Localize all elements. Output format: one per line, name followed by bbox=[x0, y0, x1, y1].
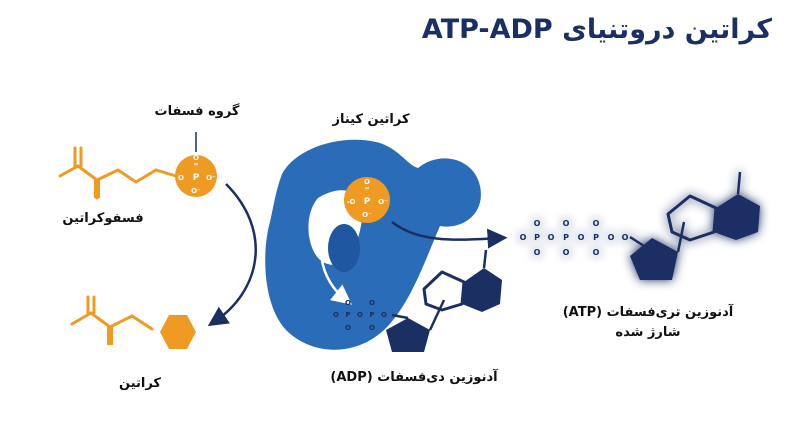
phosphate-o-right: O⁻ bbox=[378, 198, 388, 206]
creatine-hexagon bbox=[160, 315, 196, 349]
stereo-wedge bbox=[107, 327, 113, 345]
atp-o5: O bbox=[622, 233, 629, 242]
atp-o-top1: O bbox=[534, 219, 541, 228]
atp-p1: P bbox=[534, 233, 540, 242]
atp-o1: O bbox=[520, 233, 527, 242]
phosphate-o-bottom: O⁻ bbox=[191, 187, 201, 195]
phosphate-o-bottom: O⁻ bbox=[362, 211, 372, 219]
atp-o-bot3: O bbox=[593, 248, 600, 257]
phosphate-o-top: O bbox=[364, 178, 370, 186]
atp-o-bot1: O bbox=[534, 248, 541, 257]
adp-molecule: O P O P O O O O O bbox=[333, 249, 502, 352]
phosphocreatine-molecule bbox=[58, 146, 178, 200]
adp-o-bot1: O bbox=[345, 324, 351, 332]
phosphate-o-top: O bbox=[193, 154, 199, 162]
phosphate-o-left: -O bbox=[347, 198, 356, 206]
atp-label: آدنوزین تری‌فسفات (ATP) شارژ شده bbox=[556, 303, 740, 343]
reaction-arrow-right bbox=[391, 221, 508, 249]
atp-o-bot2: O bbox=[563, 248, 570, 257]
atp-o-top2: O bbox=[563, 219, 570, 228]
phosphate-o-right: O⁻ bbox=[206, 174, 216, 182]
stereo-wedge bbox=[94, 180, 100, 198]
enzyme-phosphate-circle: O = P -O O⁻ O⁻ bbox=[344, 177, 390, 223]
creatine-kinase-label: کراتین کیناز bbox=[332, 112, 410, 127]
adp-o3: O bbox=[381, 311, 387, 319]
phosphate-p: P bbox=[193, 173, 200, 183]
atp-o-top3: O bbox=[593, 219, 600, 228]
atp-molecule: O P O P O P O O O O O O O O bbox=[520, 171, 760, 280]
phosphocreatine-label: فسفوکراتین bbox=[62, 211, 144, 226]
atp-o4: O bbox=[608, 233, 615, 242]
creatine-label: کراتین bbox=[119, 376, 161, 391]
adp-p1: P bbox=[345, 311, 350, 319]
phosphate-group-circle: O = P O O⁻ O⁻ bbox=[175, 154, 217, 197]
adp-o-top1: O bbox=[345, 299, 351, 307]
atp-p3: P bbox=[593, 233, 599, 242]
phosphate-group-label: گروه فسفات bbox=[154, 104, 240, 119]
adp-o1: O bbox=[333, 311, 339, 319]
reaction-arrow-left bbox=[207, 183, 257, 327]
phosphate-o-left: O bbox=[178, 174, 184, 182]
adp-o-bot2: O bbox=[369, 324, 375, 332]
atp-o3: O bbox=[578, 233, 585, 242]
adp-o-top2: O bbox=[369, 299, 375, 307]
creatine-molecule bbox=[70, 295, 154, 331]
atp-p2: P bbox=[563, 233, 569, 242]
adp-o2: O bbox=[357, 311, 363, 319]
adp-label: آدنوزین دی‌فسفات (ADP) bbox=[330, 370, 498, 385]
phosphate-eq: = bbox=[364, 185, 369, 192]
atp-o2: O bbox=[548, 233, 555, 242]
adp-p2: P bbox=[369, 311, 374, 319]
phosphate-p: P bbox=[364, 197, 371, 207]
page-title: کراتین دروتنیای ATP-ADP bbox=[421, 14, 772, 45]
atp-label-line2: شارژ شده bbox=[615, 325, 681, 340]
atp-label-line1: آدنوزین تری‌فسفات (ATP) bbox=[562, 305, 734, 320]
phosphate-eq: = bbox=[193, 161, 198, 168]
